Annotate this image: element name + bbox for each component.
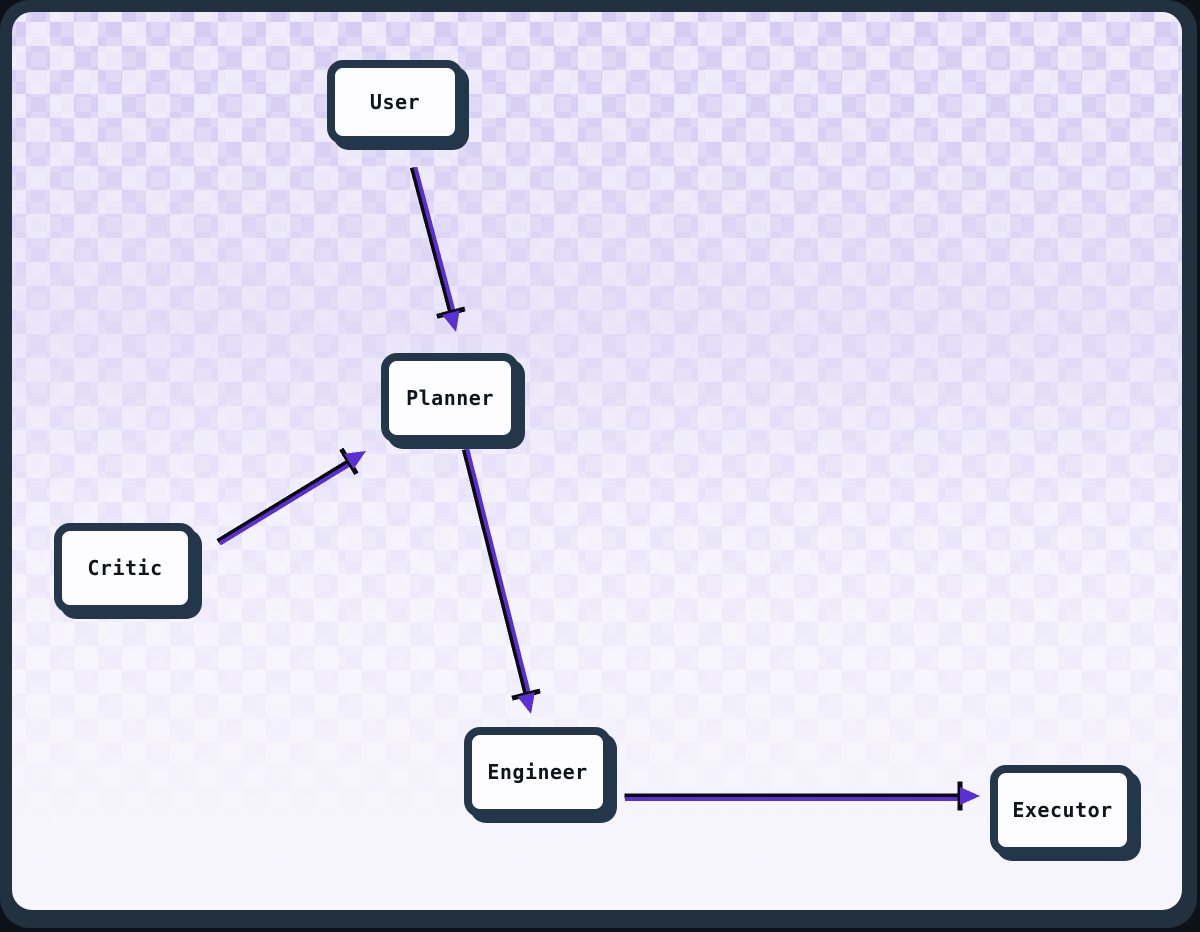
- node-label: Executor: [1012, 798, 1113, 822]
- node-critic[interactable]: Critic: [54, 523, 196, 613]
- node-label: Engineer: [487, 760, 588, 784]
- node-engineer[interactable]: Engineer: [464, 727, 611, 817]
- node-label: Planner: [406, 386, 494, 410]
- node-executor[interactable]: Executor: [990, 765, 1135, 855]
- node-label: Critic: [87, 556, 163, 580]
- node-user[interactable]: User: [327, 60, 463, 144]
- node-label: User: [369, 90, 421, 114]
- node-planner[interactable]: Planner: [381, 353, 519, 443]
